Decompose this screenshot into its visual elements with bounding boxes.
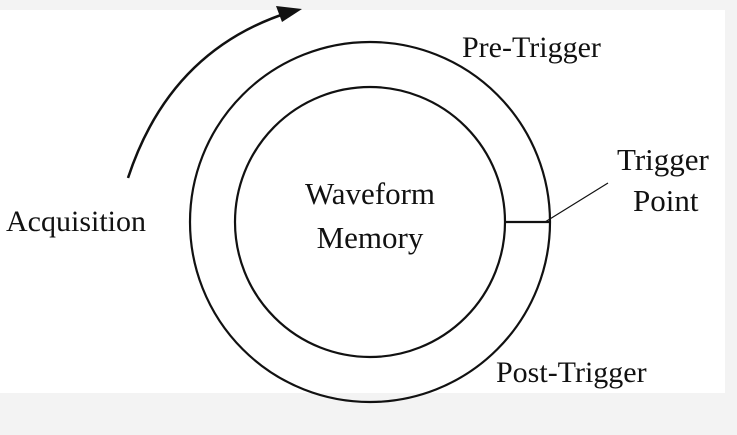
diagram-canvas: [0, 10, 725, 393]
acquisition-arrow-head-icon: [276, 6, 302, 22]
acquisition-arrow-arc: [126, 10, 291, 179]
center-label-line2: Memory: [317, 220, 424, 255]
trigger-label-line2: Point: [633, 183, 699, 218]
acquisition-label: Acquisition: [6, 205, 146, 238]
post-trigger-label: Post-Trigger: [496, 356, 647, 389]
pre-trigger-label: Pre-Trigger: [462, 31, 601, 64]
trigger-label-line1: Trigger: [617, 142, 710, 177]
trigger-leader-line: [544, 182, 609, 223]
center-label-line1: Waveform: [305, 176, 435, 211]
